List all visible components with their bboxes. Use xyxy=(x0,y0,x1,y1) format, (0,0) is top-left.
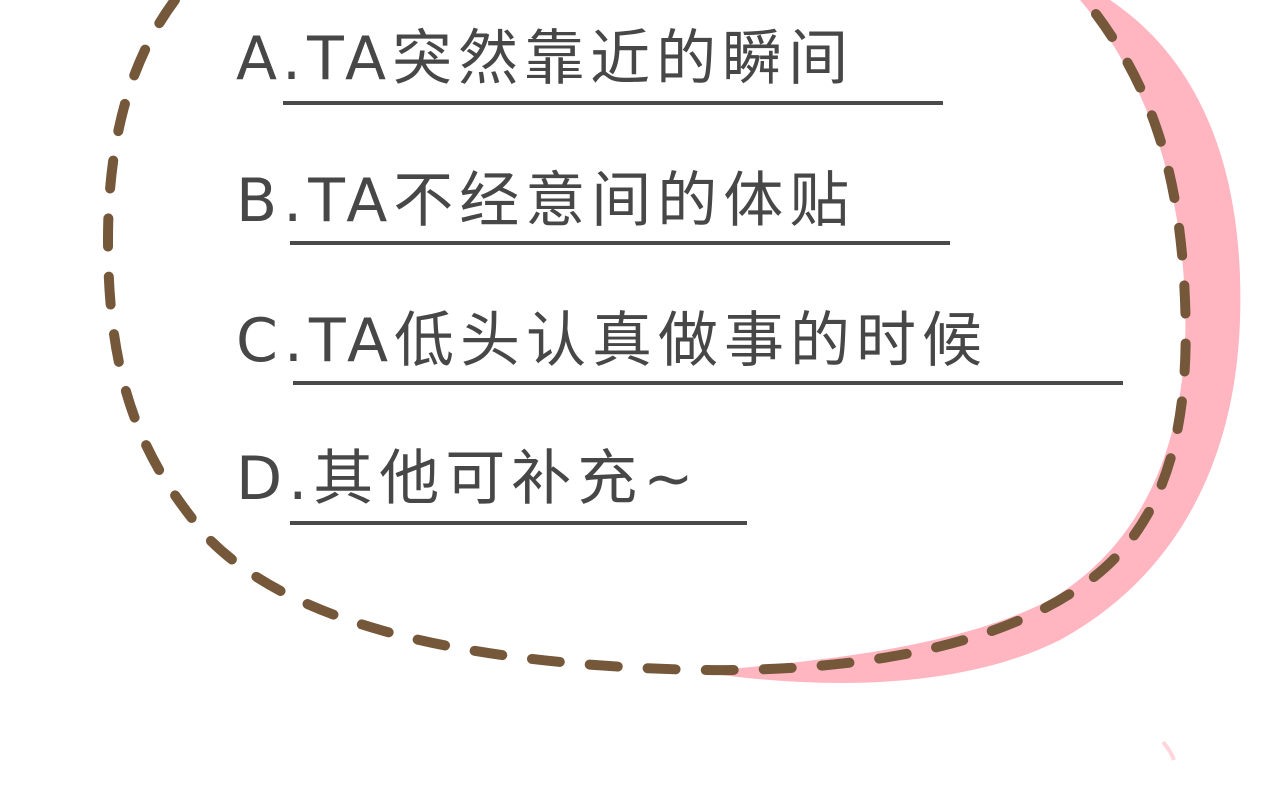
dashed-outline xyxy=(102,0,1191,676)
option-b-underline xyxy=(290,241,950,245)
option-a-text: A.TA突然靠近的瞬间 xyxy=(236,24,855,94)
option-b: B.TA不经意间的体贴 xyxy=(236,166,855,236)
option-c-underline xyxy=(293,381,1123,385)
option-c: C.TA低头认真做事的时候 xyxy=(236,306,988,376)
option-d-text: D.其他可补充~ xyxy=(236,444,700,514)
option-b-text: B.TA不经意间的体贴 xyxy=(236,166,856,236)
option-c-text: C.TA低头认真做事的时候 xyxy=(236,306,989,376)
option-d: D.其他可补充~ xyxy=(236,444,700,514)
option-a-underline xyxy=(283,101,943,105)
faint-mark xyxy=(1161,740,1176,761)
option-d-underline xyxy=(290,521,747,525)
option-a: A.TA突然靠近的瞬间 xyxy=(236,24,854,94)
